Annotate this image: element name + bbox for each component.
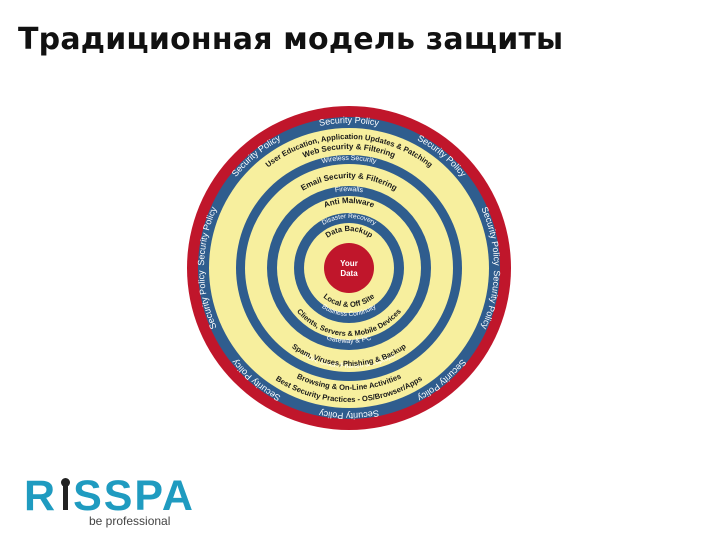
center-your-data (324, 243, 374, 293)
center-label-line-1: Your (340, 259, 358, 268)
label-wireless-security: Wireless Security (321, 155, 377, 165)
label-gateway-pc: Gateway & PC (326, 335, 372, 345)
logo-name-start: R (24, 472, 58, 520)
logo-name-end: SSPA (73, 472, 195, 520)
label-firewalls: Firewalls (335, 186, 364, 194)
risspa-logo: R SSPA be professional (22, 470, 202, 530)
logo-keyhole-i (58, 476, 72, 512)
page-title: Традиционная модель защиты (18, 22, 564, 57)
label-security-policy-top: Security Policy (318, 115, 380, 128)
logo-tagline: be professional (89, 514, 171, 528)
label-security-policy-bottom: Security Policy (318, 408, 380, 421)
center-label-line-2: Data (340, 269, 358, 278)
